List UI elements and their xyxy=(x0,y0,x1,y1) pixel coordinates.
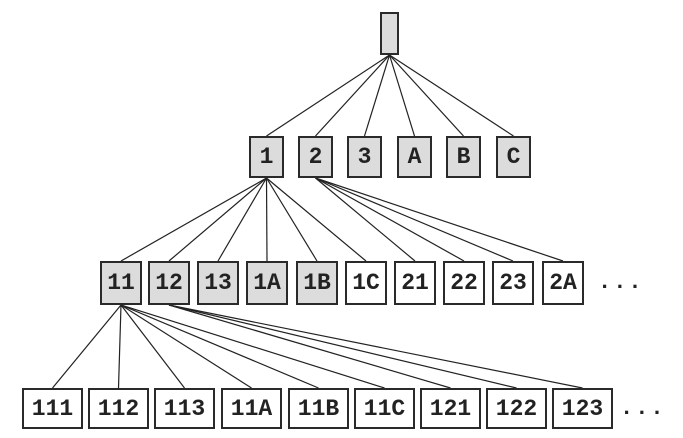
node-2a: 2A xyxy=(542,261,584,305)
edge-root-2 xyxy=(315,54,390,137)
node-b: B xyxy=(446,136,481,178)
node-22: 22 xyxy=(443,261,485,305)
edge-1-12 xyxy=(168,177,267,262)
edge-1-11 xyxy=(120,177,267,262)
node-122: 122 xyxy=(486,388,547,429)
level2-ellipsis: ... xyxy=(598,270,644,295)
node-c: C xyxy=(496,136,531,178)
node-1b: 1B xyxy=(296,261,338,305)
node-23: 23 xyxy=(492,261,534,305)
node-1c: 1C xyxy=(345,261,387,305)
node-12: 12 xyxy=(148,261,190,305)
edge-2-21 xyxy=(315,177,416,262)
edge-1-13 xyxy=(217,177,268,262)
edge-2-22 xyxy=(315,177,465,262)
edge-1-1c xyxy=(266,177,367,262)
edge-11-113 xyxy=(120,304,185,389)
edge-1-1b xyxy=(265,177,318,262)
node-11a: 11A xyxy=(221,388,282,429)
node-a: A xyxy=(397,136,432,178)
node-121: 121 xyxy=(420,388,481,429)
node-21: 21 xyxy=(394,261,436,305)
node-11: 11 xyxy=(100,261,142,305)
edge-root-1 xyxy=(266,54,390,137)
edge-root-a xyxy=(388,54,416,137)
node-1a: 1A xyxy=(246,261,288,305)
node-112: 112 xyxy=(88,388,149,429)
node-113: 113 xyxy=(154,388,215,429)
edge-2-2a xyxy=(315,177,564,262)
root-node xyxy=(380,12,399,55)
edge-12-122 xyxy=(168,304,517,389)
node-123: 123 xyxy=(552,388,613,429)
node-3: 3 xyxy=(347,136,382,178)
edge-11-111 xyxy=(52,304,122,389)
node-13: 13 xyxy=(197,261,239,305)
edge-root-3 xyxy=(363,54,391,137)
edge-1-1a xyxy=(265,177,268,262)
edge-11-11b xyxy=(120,304,319,389)
edge-2-23 xyxy=(315,177,514,262)
edge-root-b xyxy=(389,54,464,137)
edge-11-11a xyxy=(120,304,252,389)
node-11c: 11C xyxy=(354,388,415,429)
edge-11-11c xyxy=(120,304,385,389)
edge-12-121 xyxy=(168,304,451,389)
node-111: 111 xyxy=(22,388,83,429)
edge-11-112 xyxy=(117,304,122,389)
edge-root-c xyxy=(389,54,514,137)
edge-12-123 xyxy=(168,304,583,389)
node-1: 1 xyxy=(249,136,284,178)
level3-ellipsis: ... xyxy=(620,396,666,421)
node-2: 2 xyxy=(298,136,333,178)
node-11b: 11B xyxy=(288,388,349,429)
